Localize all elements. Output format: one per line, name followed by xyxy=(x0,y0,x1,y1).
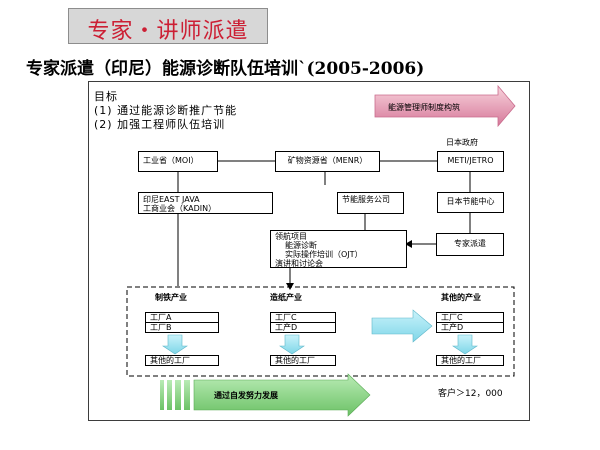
esco-box: 节能服务公司 xyxy=(337,192,404,214)
menr-box: 矿物资源省（MENR） xyxy=(275,151,380,172)
pilot-item-2: 实际操作培训（OJT） xyxy=(285,250,363,259)
customers-label: 客户＞12，000 xyxy=(438,389,503,399)
moi-label: 工业省（MOI） xyxy=(143,156,199,165)
factory-d1-label: 工产D xyxy=(275,323,298,332)
goals-block: 目标 (1) 通过能源诊断推广节能 (2) 加强工程师队伍培训 xyxy=(94,90,237,132)
factory-d2-label: 工产D xyxy=(441,323,464,332)
eccj-label: 日本节能中心 xyxy=(446,197,495,206)
banner-title: 专家・讲师派遣 xyxy=(87,19,249,44)
experts-box: 专家派遣 xyxy=(436,233,504,256)
other-factory-paper-box: 其他的工厂 xyxy=(270,355,336,366)
other-factory-steel-label: 其他的工厂 xyxy=(150,356,190,365)
green-arrow xyxy=(193,373,371,417)
factory-d1-box: 工产D xyxy=(270,322,336,333)
industry-steel-label: 制铁产业 xyxy=(155,293,187,302)
other-factory-other-box: 其他的工厂 xyxy=(436,355,504,366)
esco-label: 节能服务公司 xyxy=(342,195,390,204)
other-factory-other-label: 其他的工厂 xyxy=(441,356,481,365)
pilot-item-1: 能源诊断 xyxy=(285,241,317,250)
diagram-panel xyxy=(88,81,530,421)
right-arrow-cyan xyxy=(371,309,433,343)
japan-gov-label: 日本政府 xyxy=(446,138,478,147)
other-factory-paper-label: 其他的工厂 xyxy=(275,356,315,365)
eccj-box: 日本节能中心 xyxy=(437,192,504,213)
factory-c2-label: 工厂C xyxy=(441,313,463,322)
moi-box: 工业省（MOI） xyxy=(138,151,218,172)
goal-item-1: (1) 通过能源诊断推广节能 xyxy=(94,104,238,117)
kadin-line-2: 工商业会（KADIN） xyxy=(143,204,217,213)
industry-dashed-box xyxy=(126,286,515,377)
pilot-project-box: 领航项目 能源诊断 实际操作培训（OJT） 演讲和讨论会 xyxy=(270,230,407,268)
meti-box: METI/JETRO xyxy=(437,151,504,172)
page-subtitle: 专家派遣（印尼）能源诊断队伍培训`(2005-2006) xyxy=(26,59,425,79)
goals-title: 目标 xyxy=(94,90,118,103)
menr-label: 矿物资源省（MENR） xyxy=(287,156,368,165)
factory-b-label: 工厂B xyxy=(150,323,172,332)
bottom-arrow-label: 通过自发努力发展 xyxy=(214,391,278,400)
goal-item-2: (2) 加强工程师队伍培训 xyxy=(94,118,226,131)
other-factory-steel-box: 其他的工厂 xyxy=(145,355,219,366)
factory-b-box: 工厂B xyxy=(145,322,219,333)
system-arrow-label: 能源管理师制度构筑 xyxy=(388,103,460,112)
industry-paper-label: 造纸产业 xyxy=(270,293,302,302)
pilot-title: 领航项目 xyxy=(275,232,307,241)
factory-c1-label: 工厂C xyxy=(275,313,297,322)
meti-label: METI/JETRO xyxy=(447,156,494,165)
factory-d2-box: 工产D xyxy=(436,322,504,333)
kadin-line-1: 印尼EAST JAVA xyxy=(143,195,200,204)
down-arrow-other xyxy=(452,334,478,355)
kadin-box: 印尼EAST JAVA 工商业会（KADIN） xyxy=(138,192,273,214)
factory-a-label: 工厂A xyxy=(150,313,172,322)
pink-arrow xyxy=(374,84,516,128)
down-arrow-steel xyxy=(162,334,188,355)
experts-label: 专家派遣 xyxy=(454,239,486,248)
down-arrow-paper xyxy=(279,334,305,355)
pilot-item-3: 演讲和讨论会 xyxy=(275,259,323,268)
title-banner: 专家・讲师派遣 xyxy=(68,8,268,44)
industry-other-label: 其他的产业 xyxy=(441,293,481,302)
